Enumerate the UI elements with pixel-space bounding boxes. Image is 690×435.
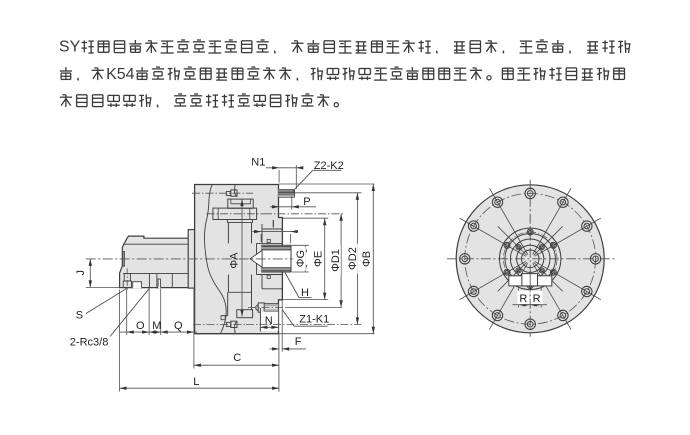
svg-text:F: F — [295, 336, 302, 348]
svg-text:Q: Q — [174, 320, 183, 332]
svg-text:O: O — [136, 320, 145, 332]
svg-text:ΦD2: ΦD2 — [347, 247, 359, 270]
svg-text:J: J — [75, 270, 87, 276]
svg-text:ΦD1: ΦD1 — [330, 249, 342, 272]
svg-text:ΦB: ΦB — [361, 251, 373, 267]
svg-text:M: M — [152, 320, 161, 332]
svg-text:H: H — [301, 287, 309, 299]
svg-text:ΦA: ΦA — [229, 252, 241, 269]
svg-text:ΦG: ΦG — [295, 250, 307, 267]
svg-text:Z1-K1: Z1-K1 — [299, 314, 329, 326]
svg-text:P: P — [303, 196, 310, 208]
svg-text:S: S — [76, 310, 83, 322]
svg-text:Z2-K2: Z2-K2 — [314, 160, 344, 172]
svg-text:L: L — [193, 376, 199, 388]
svg-text:K54: K54 — [106, 66, 135, 83]
svg-text:C: C — [233, 352, 241, 364]
svg-text:N1: N1 — [251, 156, 265, 168]
svg-text:I: I — [272, 219, 275, 231]
svg-text:SY: SY — [59, 39, 81, 56]
svg-text:2-Rc3/8: 2-Rc3/8 — [70, 336, 109, 348]
svg-text:ΦE: ΦE — [313, 251, 325, 267]
svg-text:R: R — [519, 293, 527, 305]
svg-text:R: R — [533, 293, 541, 305]
svg-text:N: N — [265, 315, 273, 327]
